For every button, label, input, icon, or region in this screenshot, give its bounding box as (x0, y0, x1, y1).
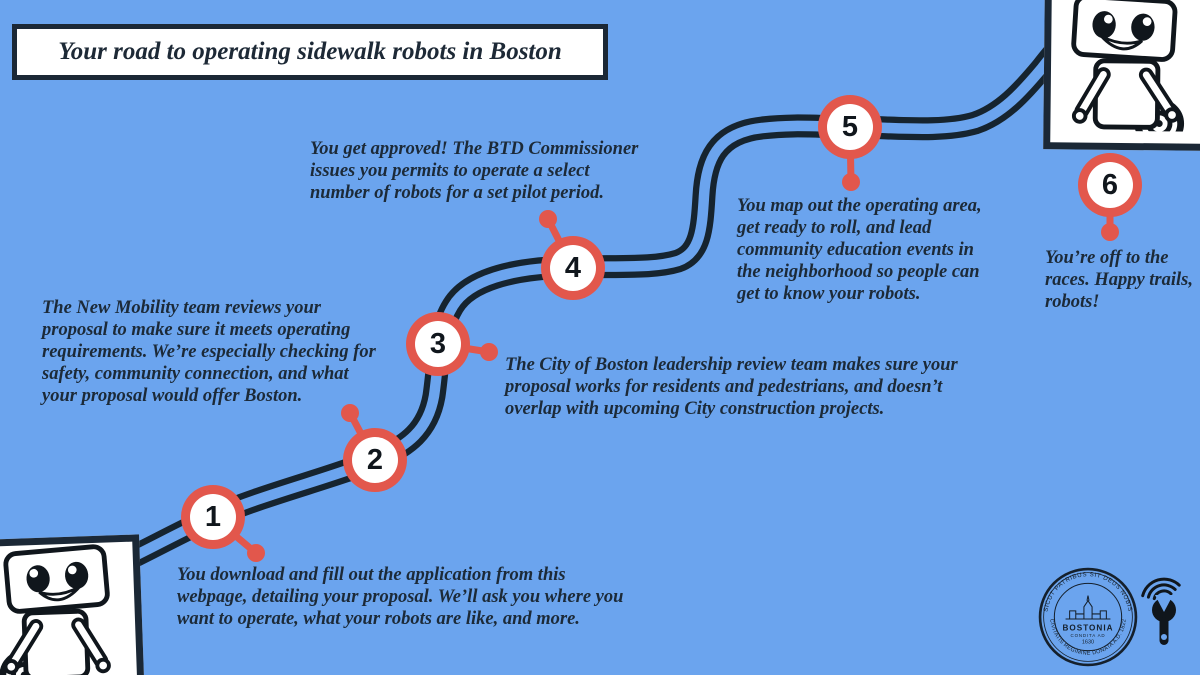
milestone-number: 3 (429, 327, 447, 360)
seal-sub: CONDITA AD (1071, 633, 1106, 638)
wrench-icon (1152, 595, 1176, 645)
milestone-marker-1: 1 (181, 485, 245, 549)
step-2-description: The New Mobility team reviews your propo… (42, 298, 376, 406)
boston-city-seal-icon: SICUT PATRIBUS SIT DEUS NOBIS CIVITATIS … (1038, 567, 1138, 667)
seal-name: BOSTONIA (1062, 623, 1113, 632)
step-6-description: You’re off to the races. Happy trails, r… (1045, 248, 1193, 312)
milestone-number: 4 (564, 251, 582, 284)
milestone-marker-2: 2 (343, 428, 407, 492)
milestone-number: 5 (841, 110, 859, 143)
milestone-number: 2 (366, 443, 384, 476)
milestone-number: 6 (1101, 168, 1119, 201)
milestone-marker-4: 4 (541, 236, 605, 300)
signal-waves-icon (1141, 577, 1181, 601)
marker-dots (247, 173, 1119, 562)
step-3-description: The City of Boston leadership review tea… (505, 355, 958, 419)
title-banner: Your road to operating sidewalk robots i… (12, 24, 608, 80)
robot-icon (0, 542, 125, 675)
seal-skyline (1065, 595, 1111, 620)
page-title: Your road to operating sidewalk robots i… (58, 38, 562, 65)
milestone-marker-3: 3 (406, 312, 470, 376)
robot-icon (1050, 0, 1191, 132)
start-robot-frame (0, 534, 145, 675)
step-5-description: You map out the operating area, get read… (737, 196, 982, 304)
wrench-signal-icon (1141, 577, 1181, 645)
step-4-description: You get approved! The BTD Commissioner i… (310, 139, 639, 203)
end-robot-frame (1043, 0, 1200, 151)
milestone-marker-6: 6 (1078, 153, 1142, 217)
milestone-marker-5: 5 (818, 95, 882, 159)
seal-year: 1630 (1082, 640, 1094, 646)
milestone-number: 1 (204, 500, 222, 533)
step-1-description: You download and fill out the applicatio… (177, 565, 624, 629)
